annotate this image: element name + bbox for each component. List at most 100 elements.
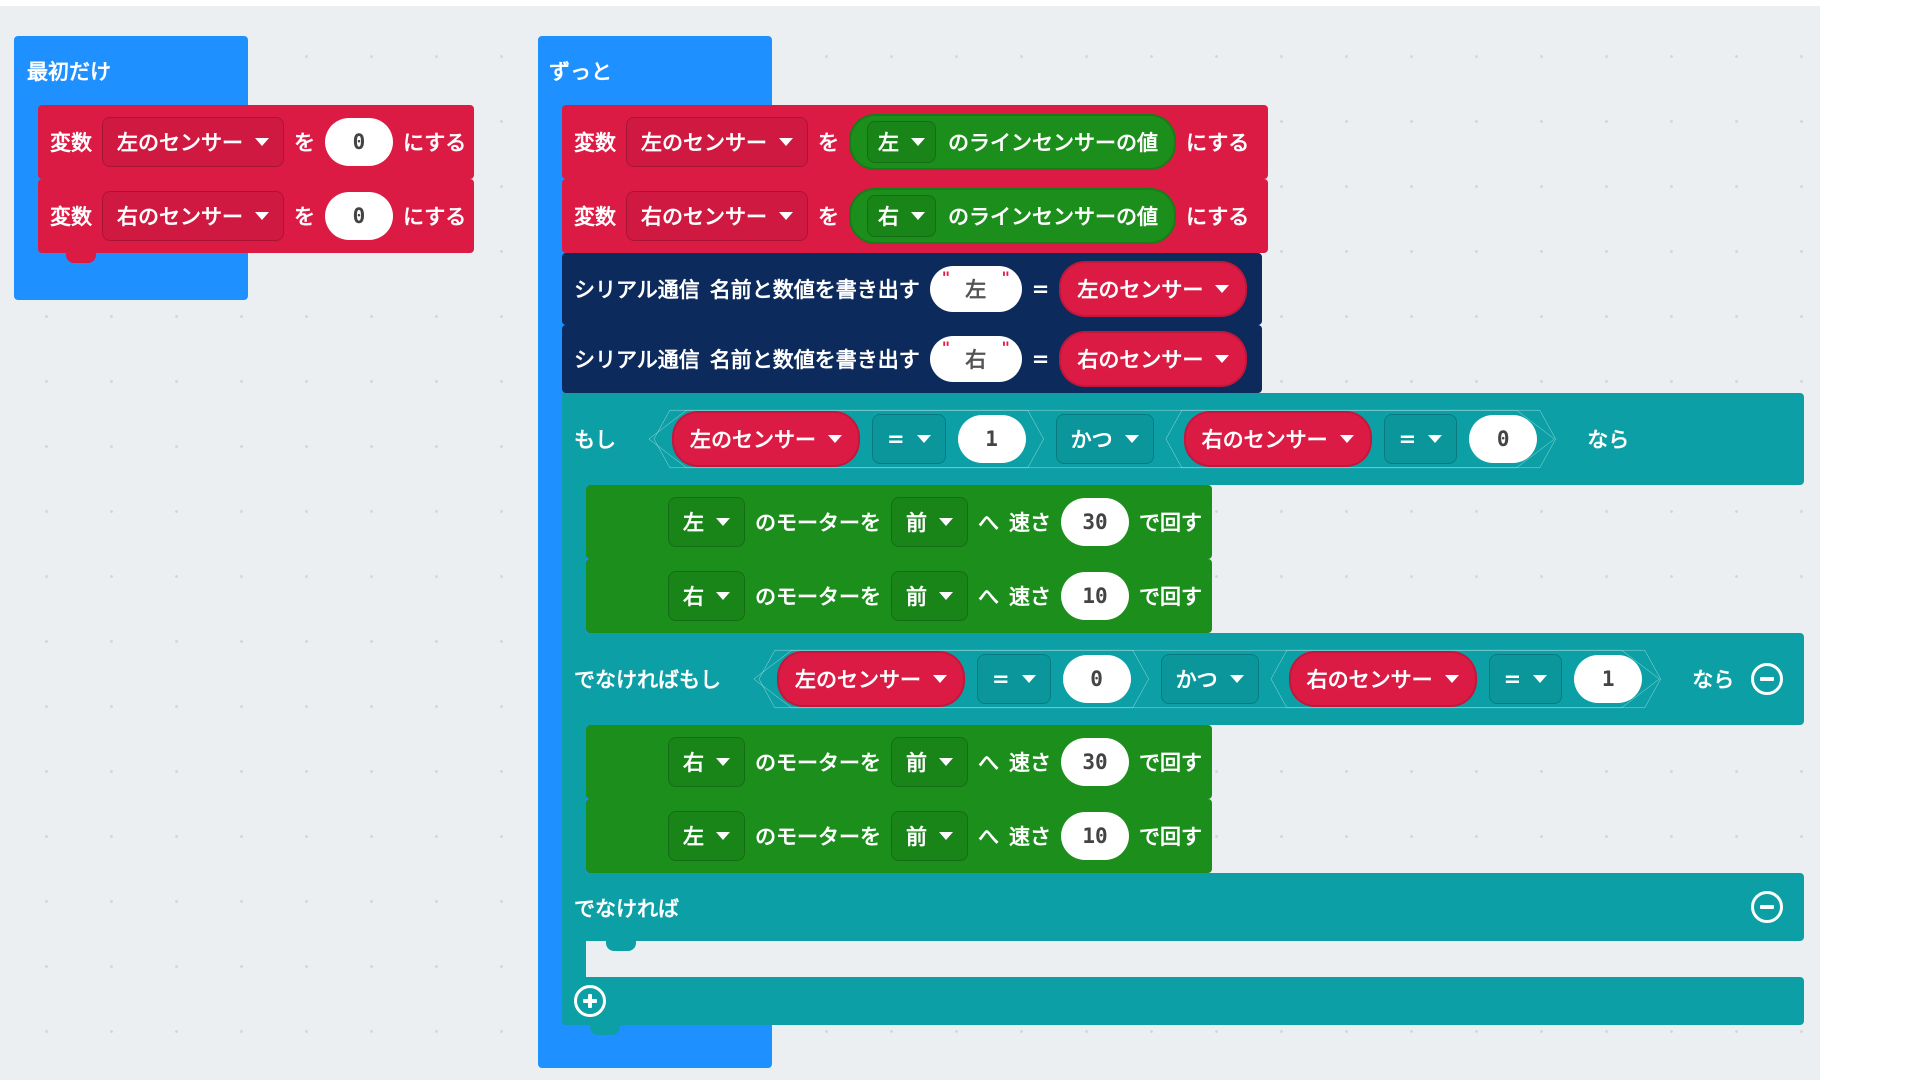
and-condition[interactable]: 左のセンサー = 1 かつ 右のセンサー = 0	[630, 407, 1573, 471]
variable-name: 右のセンサー	[1306, 668, 1433, 692]
variable-name: 左のセンサー	[641, 131, 767, 155]
motor-block[interactable]: 右 のモーターを 前 へ 速さ 30 で回す	[586, 725, 1212, 799]
else-empty-slot[interactable]	[586, 941, 1804, 977]
direction-dropdown[interactable]: 前	[891, 811, 968, 861]
set-right-sensor-block[interactable]: 変数 右のセンサー を 0 にする	[38, 179, 474, 253]
motor-side-dropdown[interactable]: 右	[668, 571, 745, 621]
compare-value-input[interactable]: 1	[1574, 655, 1643, 703]
side-dropdown[interactable]: 左	[867, 121, 936, 163]
speed-input[interactable]: 10	[1061, 812, 1129, 860]
quote-icon: "	[1001, 268, 1010, 287]
set-suffix: にする	[1186, 205, 1250, 229]
motor-block[interactable]: 左 のモーターを 前 へ 速さ 10 で回す	[586, 799, 1212, 873]
if-condition-arm[interactable]: もし 左のセンサー = 1 かつ 右のセンサー = 0 なら	[562, 393, 1804, 485]
direction-dropdown[interactable]: 前	[891, 497, 968, 547]
compare-right[interactable]: 右のセンサー = 0	[1162, 407, 1560, 471]
set-left-sensor-line-block[interactable]: 変数 左のセンサー を 左 のラインセンサーの値 にする	[562, 105, 1268, 179]
compare-left[interactable]: 左のセンサー = 0	[755, 647, 1153, 711]
name-string-input[interactable]: "右"	[929, 336, 1022, 382]
variable-dropdown[interactable]: 右のセンサー	[102, 191, 284, 241]
serial-write-left-block[interactable]: シリアル通信 名前と数値を書き出す "左" = 左のセンサー	[562, 253, 1262, 325]
operator-dropdown[interactable]: =	[872, 414, 946, 464]
caret-down-icon	[716, 592, 730, 600]
set-left-sensor-block[interactable]: 変数 左のセンサー を 0 にする	[38, 105, 474, 179]
speed-keyword: 速さ	[1009, 585, 1051, 609]
direction-value: 前	[906, 825, 927, 849]
variable-dropdown[interactable]: 左のセンサー	[102, 117, 284, 167]
value-input[interactable]: 0	[325, 192, 393, 240]
logic-dropdown[interactable]: かつ	[1160, 654, 1259, 704]
caret-down-icon	[939, 832, 953, 840]
value-input[interactable]: 0	[325, 118, 393, 166]
variable-reporter[interactable]: 右のセンサー	[1288, 651, 1477, 707]
operator-dropdown[interactable]: =	[1383, 414, 1458, 464]
add-branch-icon[interactable]	[574, 985, 606, 1017]
hexagon-outline	[1162, 407, 1560, 471]
direction-dropdown[interactable]: 前	[891, 737, 968, 787]
else-arm[interactable]: でなければ	[562, 873, 1804, 941]
logic-value: かつ	[1175, 668, 1218, 692]
speed-keyword: 速さ	[1009, 751, 1051, 775]
variable-keyword: 変数	[574, 205, 616, 229]
compare-left[interactable]: 左のセンサー = 1	[650, 407, 1048, 471]
motor-side-dropdown[interactable]: 右	[668, 737, 745, 787]
operator-dropdown[interactable]: =	[1488, 654, 1563, 704]
block-notch	[66, 253, 96, 263]
else-if-condition-arm[interactable]: でなければもし 左のセンサー = 0 かつ 右のセンサー = 1 なら	[562, 633, 1804, 725]
and-condition[interactable]: 左のセンサー = 0 かつ 右のセンサー = 1	[735, 647, 1678, 711]
set-right-sensor-line-block[interactable]: 変数 右のセンサー を 右 のラインセンサーの値 にする	[562, 179, 1268, 253]
motor-text: のモーターを	[755, 585, 881, 609]
operator-dropdown[interactable]: =	[977, 654, 1051, 704]
motor-side-dropdown[interactable]: 左	[668, 811, 745, 861]
variable-dropdown[interactable]: 右のセンサー	[626, 191, 808, 241]
side-value: 右	[683, 751, 704, 775]
speed-input[interactable]: 30	[1061, 738, 1129, 786]
caret-down-icon	[939, 592, 953, 600]
caret-down-icon	[939, 758, 953, 766]
variable-keyword: 変数	[50, 205, 92, 229]
speed-input[interactable]: 30	[1061, 498, 1129, 546]
logic-dropdown[interactable]: かつ	[1055, 414, 1154, 464]
caret-down-icon	[255, 138, 269, 146]
line-sensor-reporter[interactable]: 右 のラインセンサーの値	[849, 188, 1176, 244]
speed-keyword: 速さ	[1009, 511, 1051, 535]
motor-block[interactable]: 右 のモーターを 前 へ 速さ 10 で回す	[586, 559, 1212, 633]
hexagon-outline	[755, 647, 1153, 711]
then-keyword: なら	[1587, 428, 1630, 452]
to-text: へ	[978, 825, 999, 849]
variable-reporter[interactable]: 左のセンサー	[777, 651, 965, 707]
caret-down-icon	[779, 138, 793, 146]
name-value: 右	[965, 348, 987, 372]
compare-right[interactable]: 右のセンサー = 1	[1267, 647, 1665, 711]
variable-reporter[interactable]: 左のセンサー	[672, 411, 860, 467]
equals-sign: =	[1031, 277, 1050, 301]
block-notch	[606, 941, 636, 951]
motor-side-dropdown[interactable]: 左	[668, 497, 745, 547]
caret-down-icon	[716, 758, 730, 766]
remove-branch-icon[interactable]	[1751, 663, 1783, 695]
if-block-bottom[interactable]	[562, 977, 1804, 1025]
variable-reporter[interactable]: 左のセンサー	[1059, 261, 1248, 317]
line-sensor-reporter[interactable]: 左 のラインセンサーの値	[849, 114, 1176, 170]
quote-icon: "	[941, 268, 951, 287]
speed-input[interactable]: 10	[1061, 572, 1129, 620]
name-string-input[interactable]: "左"	[929, 266, 1022, 312]
direction-dropdown[interactable]: 前	[891, 571, 968, 621]
to-keyword: を	[294, 205, 315, 229]
side-value: 右	[683, 585, 704, 609]
motor-block[interactable]: 左 のモーターを 前 へ 速さ 30 で回す	[586, 485, 1212, 559]
variable-reporter[interactable]: 右のセンサー	[1183, 411, 1372, 467]
compare-value-input[interactable]: 0	[1469, 415, 1538, 463]
variable-dropdown[interactable]: 左のセンサー	[626, 117, 808, 167]
variable-name: 左のセンサー	[117, 131, 243, 155]
variable-reporter[interactable]: 右のセンサー	[1059, 331, 1248, 387]
direction-value: 前	[906, 585, 927, 609]
compare-value-input[interactable]: 1	[957, 415, 1026, 463]
remove-branch-icon[interactable]	[1751, 891, 1783, 923]
variable-name: 右のセンサー	[1077, 348, 1204, 372]
side-dropdown[interactable]: 右	[867, 195, 936, 237]
compare-value-input[interactable]: 0	[1062, 655, 1131, 703]
hexagon-outline	[1267, 647, 1665, 711]
serial-write-right-block[interactable]: シリアル通信 名前と数値を書き出す "右" = 右のセンサー	[562, 325, 1262, 393]
caret-down-icon	[1339, 435, 1354, 443]
